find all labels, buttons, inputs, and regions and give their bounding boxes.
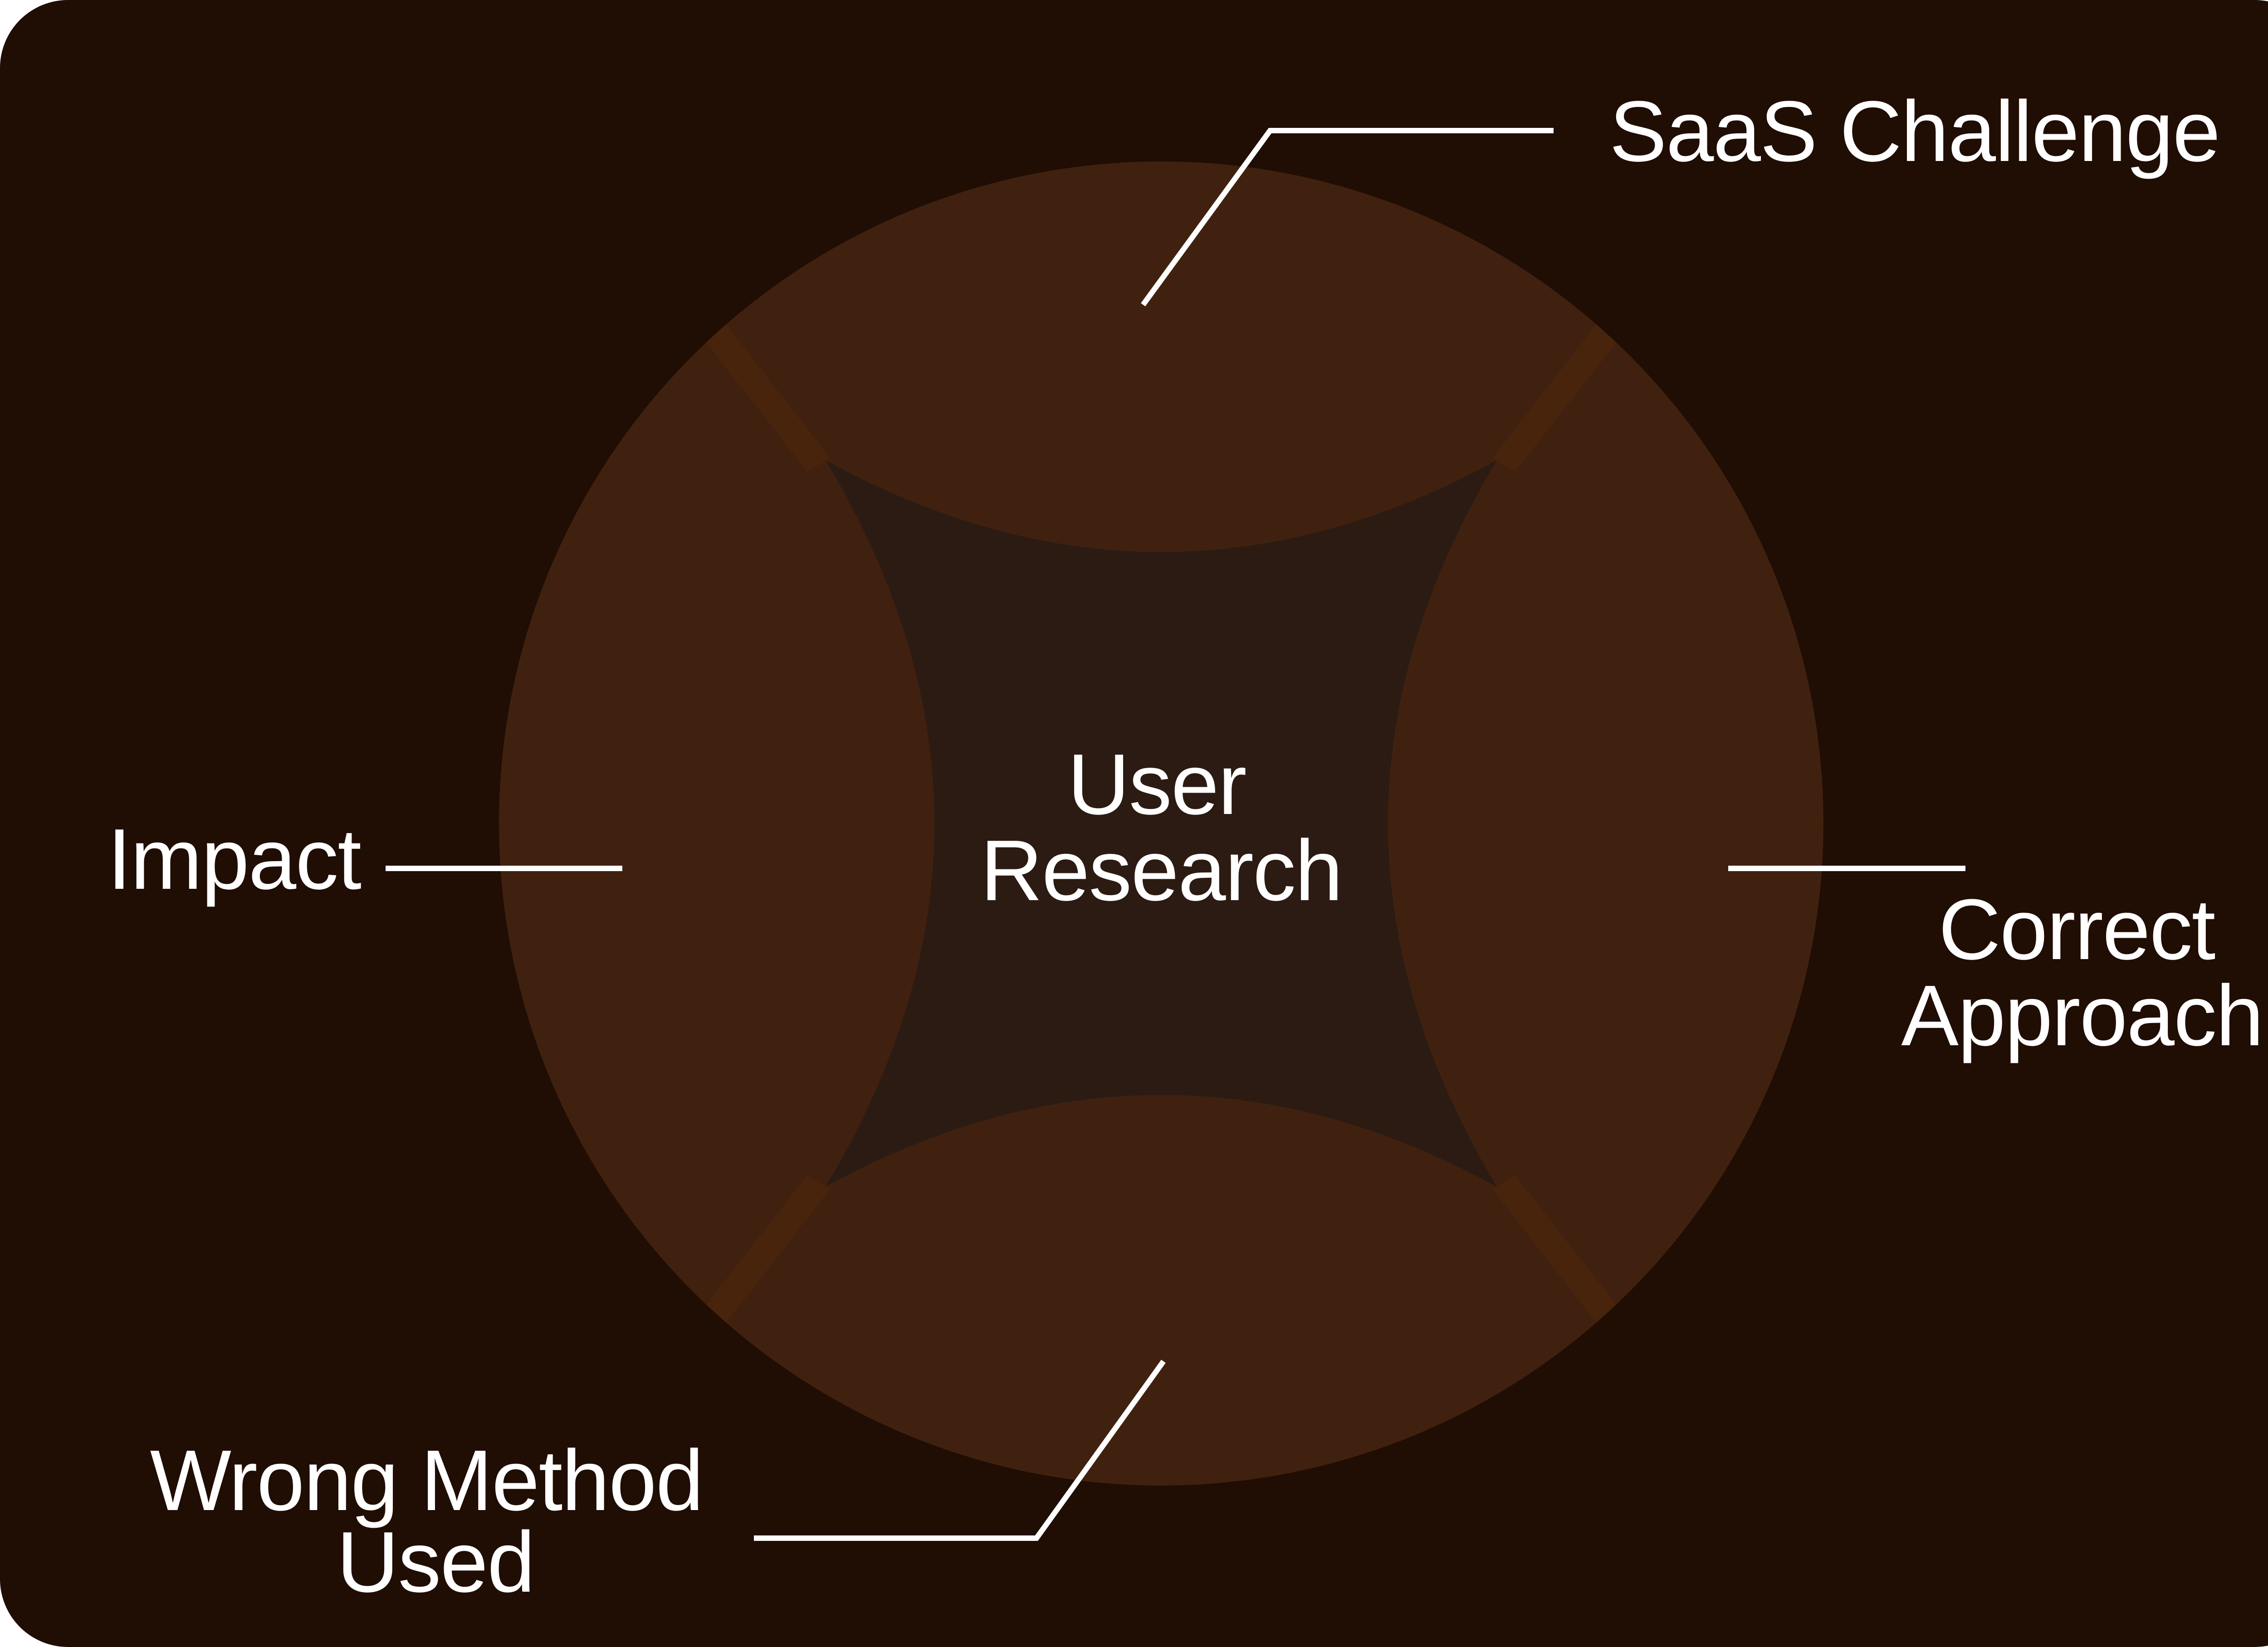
connector-saas-challenge — [1141, 128, 1554, 307]
label-impact: Impact — [108, 811, 361, 907]
overlap-bottom-left — [701, 1175, 830, 1323]
overlap-wedges — [701, 324, 1622, 1323]
center-label-line1: User — [1067, 736, 1246, 833]
overlap-top-right — [1492, 324, 1622, 472]
label-saas-challenge: SaaS Challenge — [1609, 83, 2219, 180]
label-correct-approach-line1: Correct — [1939, 882, 2215, 978]
overlap-bottom-right — [1492, 1175, 1622, 1323]
label-correct-approach-line2: Approach — [1901, 968, 2263, 1064]
center-label-line2: Research — [980, 823, 1342, 919]
overlap-top-left — [701, 324, 830, 472]
label-wrong-method-line2: Used — [337, 1514, 534, 1610]
center-region — [826, 460, 1497, 1187]
connector-wrong-method — [754, 1360, 1166, 1541]
label-wrong-method-line1: Wrong Method — [150, 1433, 703, 1529]
